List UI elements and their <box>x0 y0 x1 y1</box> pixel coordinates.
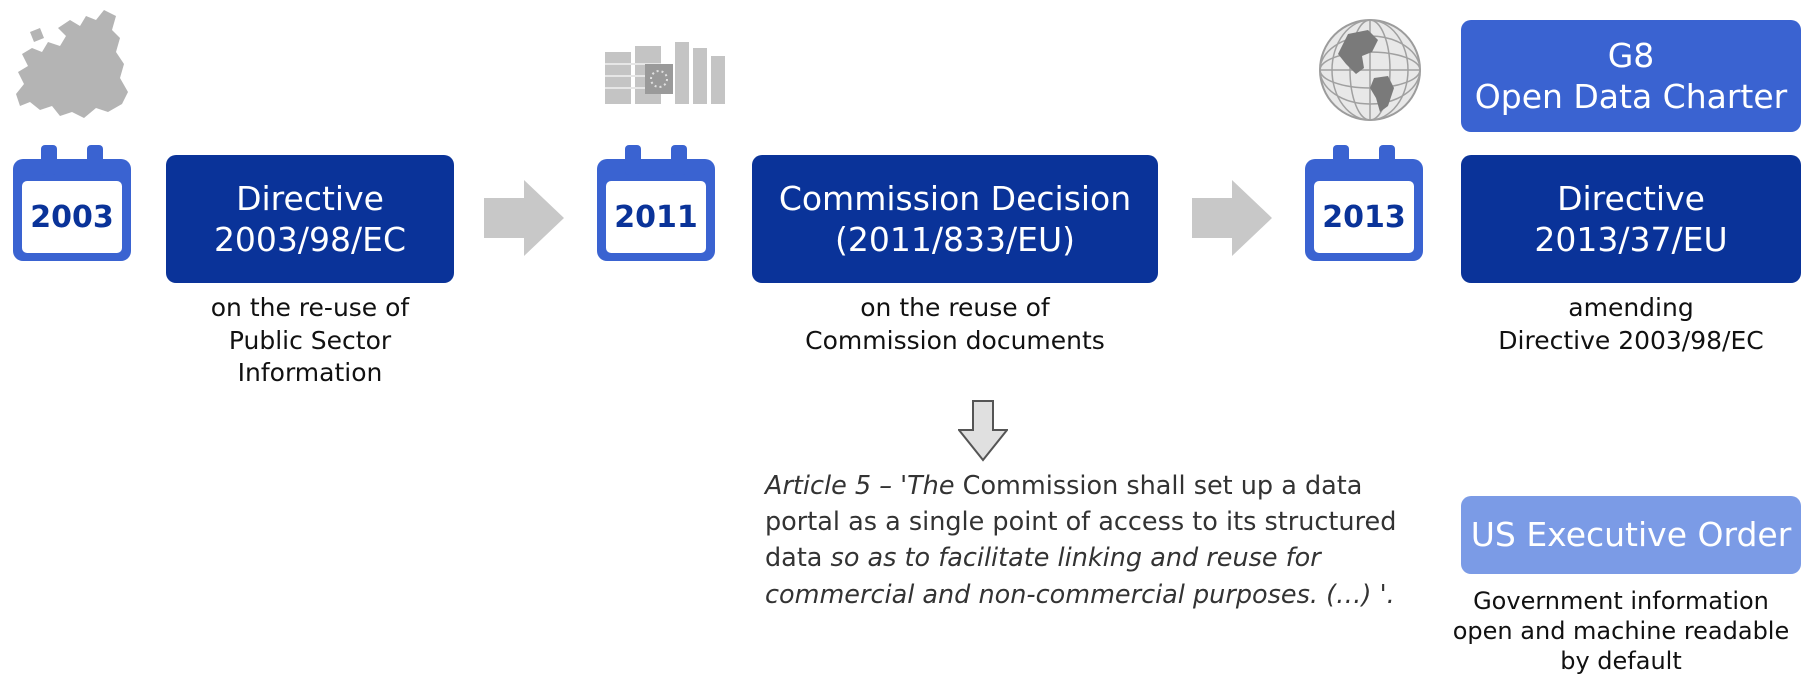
globe-icon <box>1319 19 1421 121</box>
article-quote-italic-start: Article 5 – 'The <box>765 471 955 501</box>
caption-line: amending <box>1568 293 1694 322</box>
box-line: 2013/37/EU <box>1534 220 1728 259</box>
directive-2003-caption: on the re-use of Public Sector Informati… <box>166 292 454 390</box>
arrow-right-icon <box>484 180 564 256</box>
article-quote-body: Commission shall set up a data portal as… <box>765 471 1397 574</box>
caption-line: on the re-use of <box>210 293 410 322</box>
box-line: Open Data Charter <box>1474 77 1788 116</box>
box-line: Directive <box>236 178 384 218</box>
box-line: (2011/833/EU) <box>835 220 1075 259</box>
caption-line: Information <box>237 358 383 387</box>
commission-decision-caption: on the reuse of Commission documents <box>752 292 1158 357</box>
g8-open-data-charter-box: G8 Open Data Charter <box>1461 20 1801 132</box>
caption-line: by default <box>1560 647 1682 675</box>
year-label: 2003 <box>22 181 122 253</box>
box-line: Commission Decision <box>778 178 1132 218</box>
caption-line: Directive 2003/98/EC <box>1498 325 1764 355</box>
box-line: G8 <box>1607 35 1655 75</box>
year-label: 2011 <box>606 181 706 253</box>
directive-2013-caption: amending Directive 2003/98/EC <box>1461 292 1801 357</box>
caption-line: Public Sector <box>228 325 392 355</box>
us-executive-order-caption: Government information open and machine … <box>1440 586 1802 676</box>
box-line: 2003/98/EC <box>213 220 407 259</box>
article-5-quote: Article 5 – 'The Commission shall set up… <box>765 468 1405 613</box>
directive-2013-box: Directive 2013/37/EU <box>1461 155 1801 283</box>
arrow-right-icon <box>1192 180 1272 256</box>
directive-2003-box: Directive 2003/98/EC <box>166 155 454 283</box>
caption-line: on the reuse of <box>860 293 1050 322</box>
calendar-icon: 2013 <box>1305 145 1423 261</box>
box-line: US Executive Order <box>1470 515 1792 555</box>
caption-line: Government information <box>1473 587 1769 615</box>
europe-map-icon <box>16 10 128 118</box>
box-line: Directive <box>1557 178 1705 218</box>
year-label: 2013 <box>1314 181 1414 253</box>
caption-line: Commission documents <box>805 325 1105 355</box>
arrow-down-icon <box>958 400 1008 462</box>
commission-building-icon <box>605 42 725 104</box>
commission-decision-box: Commission Decision (2011/833/EU) <box>752 155 1158 283</box>
calendar-icon: 2003 <box>13 145 131 261</box>
calendar-icon: 2011 <box>597 145 715 261</box>
caption-line: open and machine readable <box>1452 617 1790 645</box>
article-quote-italic-end: so as to facilitate linking and reuse fo… <box>765 543 1395 610</box>
us-executive-order-box: US Executive Order <box>1461 496 1801 574</box>
